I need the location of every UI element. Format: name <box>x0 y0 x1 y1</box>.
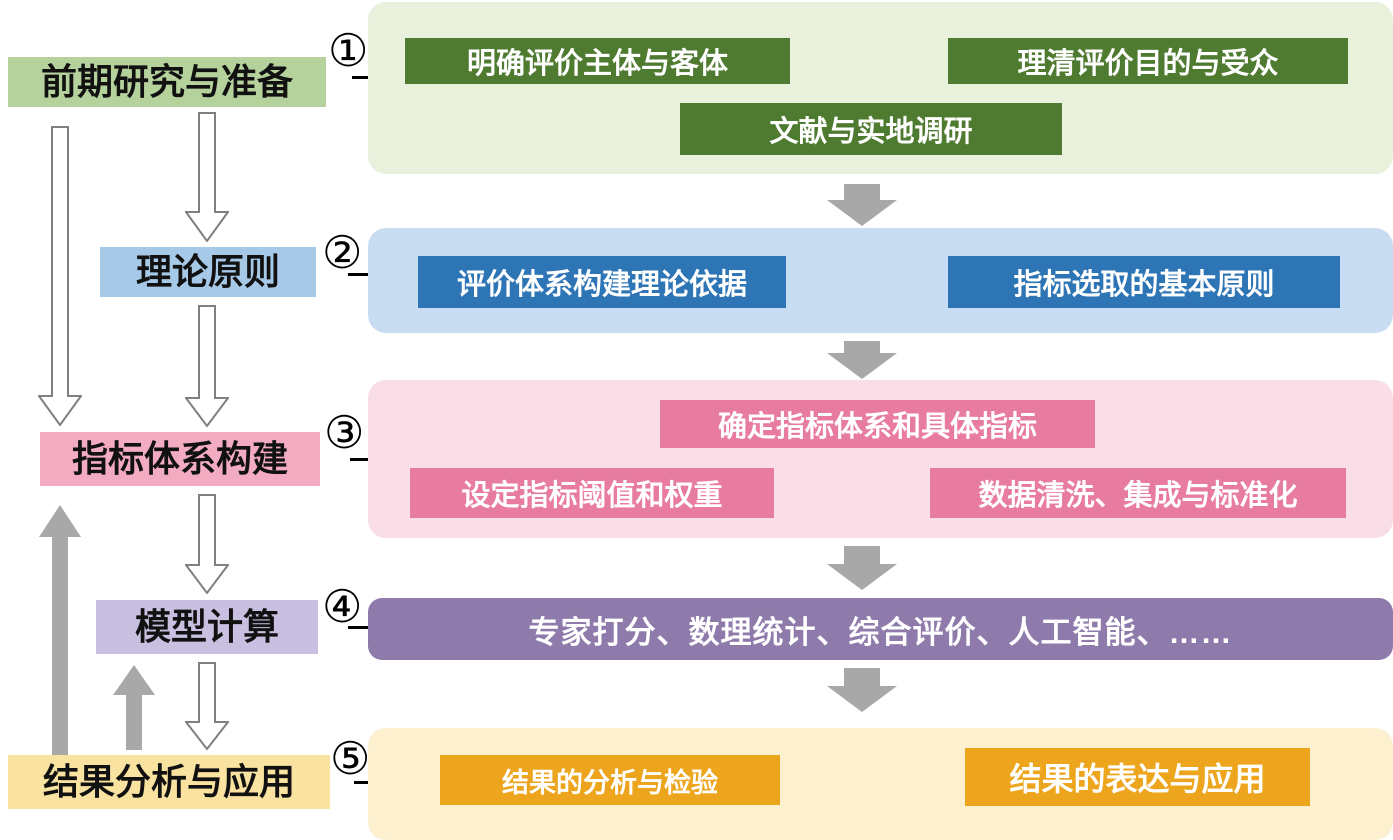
step-number-1: ① <box>328 25 369 76</box>
substep-text: 专家打分、数理统计、综合评价、人工智能、…… <box>528 614 1233 650</box>
stage-panel-model-computation: 专家打分、数理统计、综合评价、人工智能、…… <box>368 598 1393 660</box>
down-arrow-panel3-to-panel4-icon <box>827 546 897 590</box>
down-arrow-panel4-to-panel5-icon <box>827 668 897 712</box>
substep-box: 评价体系构建理论依据 <box>418 256 786 308</box>
stage-panel-results: 结果的分析与检验 结果的表达与应用 <box>368 728 1393 840</box>
connector-line-3 <box>350 458 368 461</box>
stage-label-model-computation: 模型计算 <box>96 600 318 654</box>
up-arrow-step5-to-step4-icon <box>113 665 155 750</box>
connector-line-2 <box>348 273 368 276</box>
substep-box: 结果的分析与检验 <box>440 755 780 805</box>
substep-box: 数据清洗、集成与标准化 <box>930 468 1346 518</box>
down-arrow-panel1-to-panel2-icon <box>827 184 897 226</box>
down-arrow-step2-to-step3-icon <box>185 305 229 427</box>
down-arrow-step4-to-step5-icon <box>185 662 229 750</box>
substep-box: 结果的表达与应用 <box>965 748 1310 806</box>
stage-panel-preparation: 明确评价主体与客体 理清评价目的与受众 文献与实地调研 <box>368 2 1393 174</box>
substep-box: 文献与实地调研 <box>680 103 1062 155</box>
stage-panel-theory: 评价体系构建理论依据 指标选取的基本原则 <box>368 228 1393 333</box>
down-arrow-step1-to-step2-icon <box>185 112 229 242</box>
step-number-5: ⑤ <box>330 733 371 784</box>
substep-box: 理清评价目的与受众 <box>948 38 1348 84</box>
step-number-3: ③ <box>324 407 365 458</box>
connector-line-4 <box>348 626 368 629</box>
substep-box: 指标选取的基本原则 <box>948 256 1340 308</box>
step-number-2: ② <box>322 227 363 278</box>
stage-label-results: 结果分析与应用 <box>8 755 330 809</box>
connector-line-1 <box>352 76 368 79</box>
down-arrow-step3-to-step4-icon <box>185 494 229 594</box>
substep-box: 设定指标阈值和权重 <box>410 468 774 518</box>
down-arrow-panel2-to-panel3-icon <box>827 341 897 379</box>
connector-line-5 <box>354 781 368 784</box>
stage-label-theory: 理论原则 <box>100 247 316 297</box>
substep-box: 确定指标体系和具体指标 <box>660 400 1095 448</box>
down-arrow-step1-to-step3-icon <box>38 126 82 426</box>
stage-label-index-system: 指标体系构建 <box>40 432 320 486</box>
stage-panel-index-system: 确定指标体系和具体指标 设定指标阈值和权重 数据清洗、集成与标准化 <box>368 380 1393 538</box>
step-number-4: ④ <box>322 581 363 632</box>
stage-label-preparation: 前期研究与准备 <box>8 57 326 107</box>
substep-box: 明确评价主体与客体 <box>405 38 790 84</box>
up-arrow-step5-to-step3-icon <box>39 505 81 755</box>
